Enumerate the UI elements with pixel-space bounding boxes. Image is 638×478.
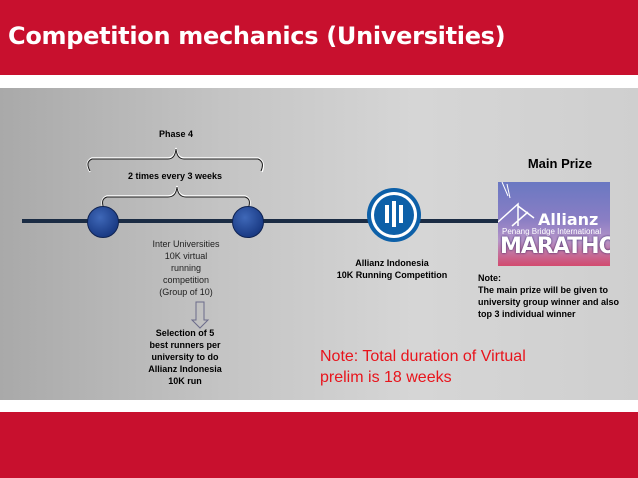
allianz-comp-line-2: 10K Running Competition	[336, 270, 448, 280]
allianz-competition-text: Allianz Indonesia 10K Running Competitio…	[326, 257, 458, 281]
down-arrow-icon	[190, 301, 210, 329]
lower-bracket-shadow	[101, 185, 251, 211]
footer-band	[0, 412, 638, 478]
inter-universities-text: Inter Universities 10K virtual running c…	[136, 238, 236, 298]
allianz-comp-line-1: Allianz Indonesia	[355, 258, 429, 268]
bridge-graphic	[498, 182, 535, 227]
prize-note-line-3: university group winner and also	[478, 297, 620, 307]
prize-note-line-4: top 3 individual winner	[478, 309, 576, 319]
duration-note-line-2: prelim is 18 weeks	[320, 369, 452, 386]
main-prize-heading: Main Prize	[527, 156, 593, 171]
selection-text: Selection of 5 best runners per universi…	[130, 327, 240, 387]
upper-bracket	[87, 148, 263, 172]
inter-line-4: competition	[162, 275, 210, 285]
selection-line-5: 10K run	[168, 376, 202, 386]
phase-label: Phase 4	[158, 129, 194, 139]
header-band	[0, 0, 638, 75]
selection-line-2: best runners per	[149, 340, 221, 350]
duration-note: Note: Total duration of Virtual prelim i…	[320, 346, 526, 388]
selection-line-3: university to do	[151, 352, 219, 362]
inter-line-3: running	[170, 263, 202, 273]
prize-note: Note: The main prize will be given to un…	[478, 272, 638, 320]
selection-line-1: Selection of 5	[155, 328, 215, 338]
frequency-label: 2 times every 3 weeks	[127, 171, 223, 181]
selection-line-4: Allianz Indonesia	[148, 364, 222, 374]
poster-brand: Allianz	[538, 210, 599, 229]
timeline-node-start	[87, 206, 119, 238]
slide-title: Competition mechanics (Universities)	[8, 22, 506, 50]
duration-note-line-1: Note: Total duration of Virtual	[320, 348, 526, 365]
upper-bracket-shadow	[86, 147, 265, 173]
inter-line-2: 10K virtual	[164, 251, 208, 261]
inter-line-1: Inter Universities	[152, 239, 220, 249]
marathon-poster: Allianz Penang Bridge International MARA…	[498, 182, 610, 266]
prize-note-line-1: Note:	[478, 273, 501, 283]
poster-subtitle: Penang Bridge International	[502, 227, 602, 236]
lower-bracket	[102, 186, 250, 210]
prize-note-line-2: The main prize will be given to	[478, 285, 609, 295]
inter-line-5: (Group of 10)	[159, 287, 213, 297]
timeline-node-end	[232, 206, 264, 238]
allianz-logo-icon	[367, 188, 421, 242]
